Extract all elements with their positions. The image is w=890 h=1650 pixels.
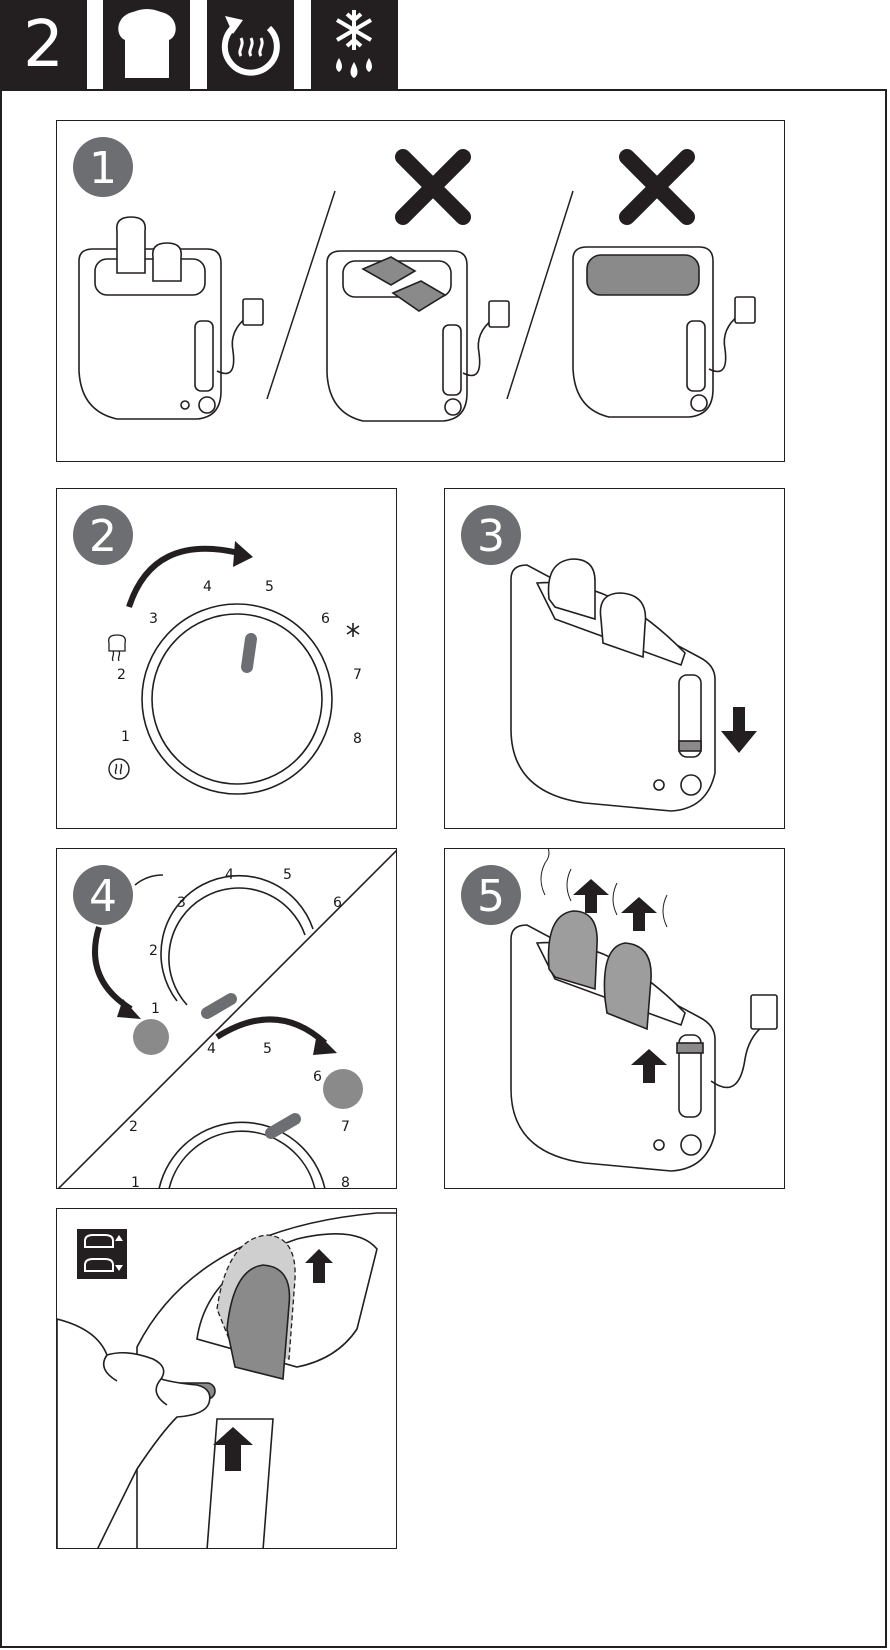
step-2-panel: 2 1 2 3 4 5 6 7 8	[56, 488, 397, 829]
dial-label-8: 8	[353, 731, 362, 747]
bread-slice-icon	[103, 0, 190, 90]
toaster-wrong-flat-bread	[327, 251, 509, 421]
lower-dial-label-6: 6	[313, 1069, 322, 1085]
upper-dial-label-4: 4	[225, 867, 234, 883]
bread-icon	[109, 635, 126, 661]
lower-dial-label-7: 7	[341, 1119, 350, 1135]
arrow-down-icon	[721, 707, 757, 753]
lower-dial-label-1: 1	[131, 1175, 140, 1189]
dial-label-6: 6	[321, 611, 330, 627]
step-number: 5	[477, 871, 505, 922]
step-5-panel: 5	[444, 848, 785, 1189]
dial-label-4: 4	[203, 579, 212, 595]
defrost-icon	[311, 0, 398, 90]
upper-dial-label-1: 1	[151, 1001, 160, 1017]
defrost-icon	[347, 623, 359, 637]
cross-icon	[403, 157, 463, 217]
dial-label-3: 3	[149, 611, 158, 627]
step-3-panel: 3	[444, 488, 785, 829]
step-number: 2	[89, 511, 117, 562]
step-1-panel: 1	[56, 120, 785, 462]
dial-label-2: 2	[117, 667, 126, 683]
upper-dial-label-2: 2	[149, 943, 158, 959]
reheat-icon	[207, 0, 294, 90]
lower-dial-label-2: 2	[129, 1119, 138, 1135]
upper-dial-label-6: 6	[333, 895, 342, 911]
step-number: 4	[89, 871, 117, 922]
step-number: 3	[477, 511, 505, 562]
dial-label-7: 7	[353, 667, 362, 683]
upper-dial-label-3: 3	[177, 895, 186, 911]
toaster-wrong-covered	[573, 247, 755, 417]
dial-label-1: 1	[121, 729, 130, 745]
lower-dial-label-4: 4	[207, 1041, 216, 1057]
dial-label-5: 5	[265, 579, 274, 595]
step-lift-panel	[56, 1208, 397, 1549]
reheat-icon	[109, 759, 129, 779]
upper-dial-label-5: 5	[283, 867, 292, 883]
cross-icon	[627, 157, 687, 217]
toaster-correct	[79, 217, 263, 419]
steam-lines	[541, 849, 667, 927]
step-number: 1	[89, 143, 117, 194]
defrost-selected-icon	[323, 1069, 363, 1109]
section-number-box: 2	[0, 0, 87, 90]
reheat-selected-icon	[133, 1019, 169, 1055]
lower-dial-label-8: 8	[341, 1175, 350, 1189]
step-4-panel: 4 1 2 3 4 5 6 1 2 4 5 6 7 8	[56, 848, 397, 1189]
section-number: 2	[0, 0, 87, 90]
lower-dial-label-5: 5	[263, 1041, 272, 1057]
toaster	[511, 559, 715, 811]
